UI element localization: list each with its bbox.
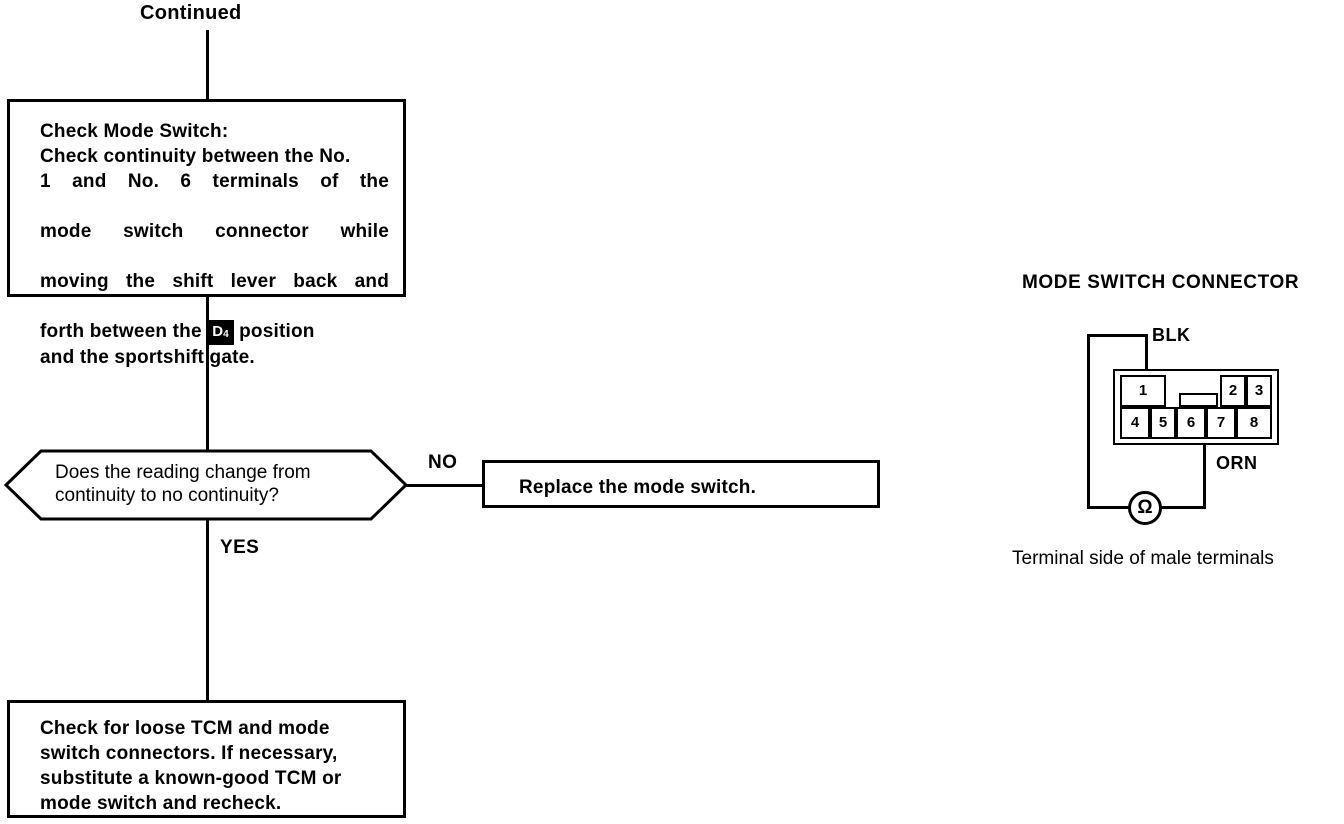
connector-pin-2: 2 bbox=[1220, 375, 1246, 407]
check-mode-switch-line-4: moving the shift lever back and bbox=[40, 271, 389, 292]
check-mode-switch-line-5: forth between the D4 position bbox=[40, 319, 389, 345]
check-mode-switch-line-3: mode switch connector while bbox=[40, 221, 389, 242]
connector-pin-6: 6 bbox=[1176, 407, 1206, 439]
ohmmeter-icon: Ω bbox=[1128, 491, 1162, 525]
check-mode-switch-line-5-post: position bbox=[239, 321, 315, 342]
gear-position-subscript: 4 bbox=[223, 329, 229, 340]
process-box-check-loose-connectors: Check for loose TCM and mode switch conn… bbox=[7, 700, 406, 818]
connector-line-continued-to-check bbox=[206, 30, 209, 100]
connector-pin-1: 1 bbox=[1120, 375, 1166, 407]
final-box-line-4: mode switch and recheck. bbox=[40, 793, 282, 814]
wire-blk-stub-to-pin1 bbox=[1145, 334, 1148, 376]
connector-pin-4: 4 bbox=[1120, 407, 1150, 439]
decision-line-2: continuity to no continuity? bbox=[55, 485, 279, 506]
final-box-line-2: switch connectors. If necessary, bbox=[40, 743, 338, 764]
connector-pin-3: 3 bbox=[1246, 375, 1272, 407]
connector-locking-tab bbox=[1179, 393, 1218, 407]
process-box-replace-mode-switch: Replace the mode switch. bbox=[482, 460, 880, 508]
replace-mode-switch-text: Replace the mode switch. bbox=[519, 477, 757, 498]
connector-diagram-title: MODE SWITCH CONNECTOR bbox=[1022, 272, 1300, 293]
check-mode-switch-line-1: Check continuity between the No. bbox=[40, 146, 351, 167]
continued-label: Continued bbox=[140, 2, 242, 24]
connector-pin-8: 8 bbox=[1236, 407, 1272, 439]
final-box-text: Check for loose TCM and mode switch conn… bbox=[40, 716, 389, 816]
connector-diagram-caption: Terminal side of male terminals bbox=[1012, 548, 1274, 569]
branch-label-yes: YES bbox=[220, 537, 260, 558]
wire-orn-down-run bbox=[1203, 437, 1206, 508]
wire-blk-top-run bbox=[1087, 334, 1148, 337]
wire-label-blk: BLK bbox=[1152, 325, 1191, 345]
check-mode-switch-heading: Check Mode Switch: bbox=[40, 121, 229, 142]
branch-label-no: NO bbox=[428, 452, 458, 473]
wire-blk-left-run bbox=[1087, 334, 1090, 508]
connector-line-check-to-decision bbox=[206, 297, 209, 450]
check-mode-switch-line-5-pre: forth between the bbox=[40, 321, 202, 342]
gear-position-d4-icon: D4 bbox=[207, 320, 234, 345]
connector-pin-7: 7 bbox=[1206, 407, 1236, 439]
connector-pin-5: 5 bbox=[1150, 407, 1176, 439]
process-box-check-mode-switch: Check Mode Switch: Check continuity betw… bbox=[7, 99, 406, 368]
check-mode-switch-line-2: 1 and No. 6 terminals of the bbox=[40, 171, 389, 192]
check-mode-switch-text: Check Mode Switch: Check continuity betw… bbox=[40, 119, 389, 370]
connector-line-no-branch bbox=[405, 484, 484, 487]
check-mode-switch-line-6: and the sportshift gate. bbox=[40, 347, 255, 368]
gear-position-letter: D bbox=[212, 323, 224, 340]
connector-pin-grid: 1 2 3 4 5 6 7 8 bbox=[1120, 375, 1272, 439]
wire-orn-to-meter bbox=[1159, 506, 1206, 509]
final-box-line-3: substitute a known-good TCM or bbox=[40, 768, 342, 789]
connector-line-yes-branch bbox=[206, 519, 209, 701]
final-box-line-1: Check for loose TCM and mode bbox=[40, 718, 330, 739]
wire-blk-to-meter bbox=[1087, 506, 1131, 509]
decision-line-1: Does the reading change from bbox=[55, 462, 311, 483]
wire-label-orn: ORN bbox=[1216, 453, 1258, 473]
decision-question-text: Does the reading change from continuity … bbox=[55, 461, 365, 507]
